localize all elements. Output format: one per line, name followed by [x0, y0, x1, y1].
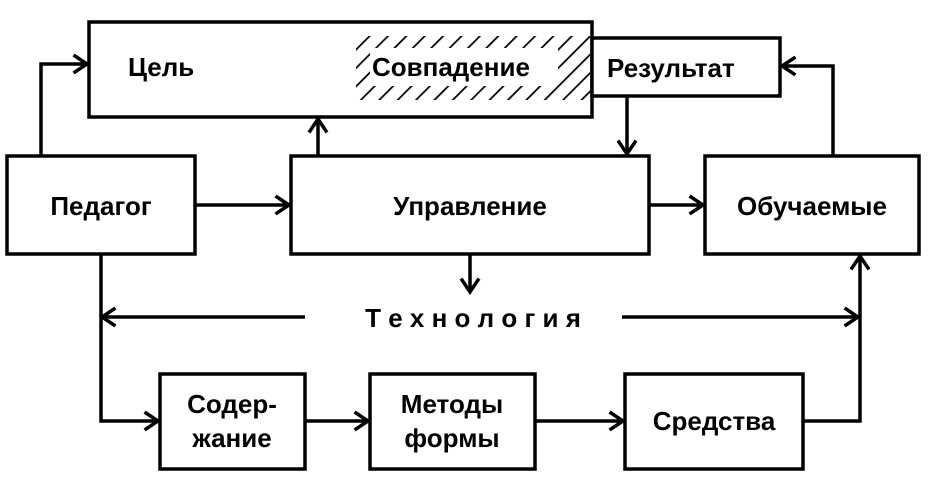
arrowhead-icon [849, 252, 871, 271]
edge-teacher-goal [39, 53, 91, 156]
content-label-line2: жание [191, 423, 271, 453]
management-box: Управление [289, 154, 651, 256]
content-box: Содер- жание [158, 372, 307, 471]
arrowhead-icon [459, 277, 481, 296]
methods-label-line2: формы [404, 423, 499, 453]
arrowhead-icon [143, 410, 162, 432]
arrowhead-icon [353, 410, 372, 432]
arrowhead-icon [274, 194, 293, 216]
edge-means-learners [803, 252, 871, 423]
match-label: Совпадение [372, 52, 530, 82]
edge-teacher-management [195, 194, 293, 216]
arrowhead-icon [72, 53, 91, 75]
management-label: Управление [393, 191, 547, 221]
edge-teacher-content [99, 254, 162, 432]
edge-management-technology [459, 254, 481, 296]
methods-box: Методы формы [368, 372, 537, 471]
result-box: Результат [590, 36, 782, 98]
arrowhead-icon [843, 306, 862, 328]
edge-result-management [616, 96, 638, 158]
edge-content-methods [305, 410, 372, 432]
content-label-line1: Содер- [187, 389, 277, 419]
learners-box: Обучаемые [703, 154, 921, 256]
learners-label: Обучаемые [737, 191, 887, 221]
goal-label: Цель [128, 52, 194, 82]
arrowhead-icon [688, 194, 707, 216]
edge-management-learners [649, 194, 707, 216]
methods-label-line1: Методы [401, 389, 503, 419]
goal-box: Цель Совпадение [87, 20, 594, 119]
edge-management-goal [307, 115, 329, 156]
arrowhead-icon [307, 115, 329, 134]
edge-methods-means [535, 410, 627, 432]
means-box: Средства [623, 372, 805, 471]
technology-label: Т е х н о л о г и я [365, 303, 581, 333]
arrowhead-icon [778, 55, 797, 77]
teacher-box: Педагог [5, 154, 197, 256]
means-label: Средства [653, 406, 776, 436]
arrowhead-icon [616, 139, 638, 158]
arrowhead-icon [608, 410, 627, 432]
result-label: Результат [607, 53, 735, 83]
technology-span-arrow [98, 306, 862, 328]
edge-learners-result [778, 55, 835, 156]
teacher-label: Педагог [50, 191, 151, 221]
